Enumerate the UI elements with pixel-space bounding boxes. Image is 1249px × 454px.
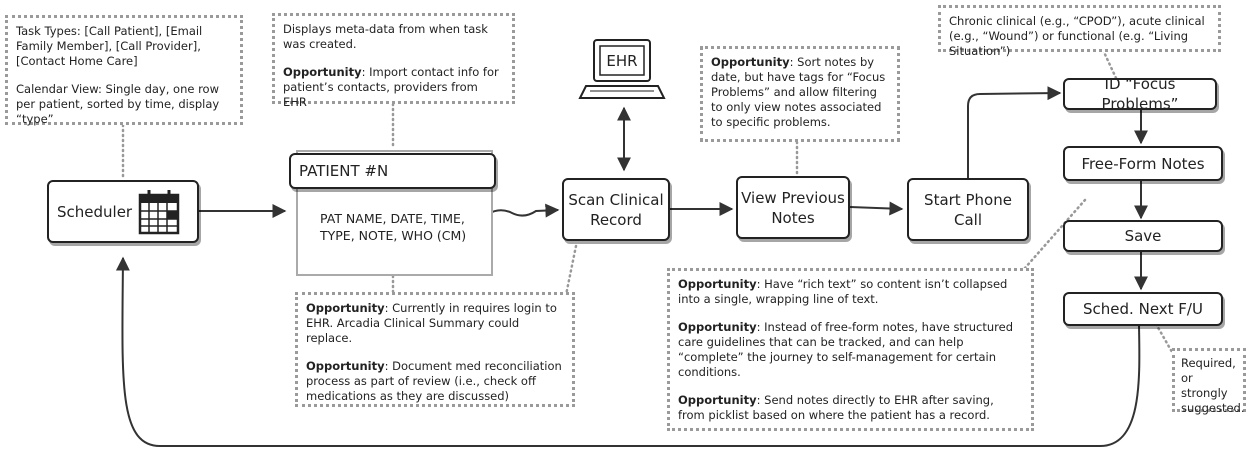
focus-problems-label: ID “Focus Problems”: [1101, 75, 1179, 113]
ehr-label: EHR: [606, 51, 638, 70]
opportunity-label: Opportunity: [678, 277, 757, 291]
opportunity-text: : Document med reconciliation process as…: [306, 359, 562, 403]
note-metadata-text: Displays meta-data from when task was cr…: [283, 22, 488, 51]
start-phone-call-node[interactable]: Start Phone Call: [907, 178, 1029, 241]
dotted-link-freeform-note: [1023, 198, 1087, 270]
note-scan-opportunities: Opportunity: Currently in requires login…: [295, 292, 575, 407]
arrow-patient-to-scan: [487, 203, 560, 218]
opportunity-text: : Currently in requires login to EHR. Ar…: [306, 301, 557, 345]
note-required: Required, or strongly suggested.: [1172, 348, 1246, 415]
focus-problems-node[interactable]: ID “Focus Problems”: [1063, 75, 1217, 113]
patient-fields: PAT NAME, DATE, TIME, TYPE, NOTE, WHO (C…: [320, 210, 480, 244]
view-previous-notes-node[interactable]: View Previous Notes: [736, 176, 850, 239]
note-metadata: Displays meta-data from when task was cr…: [272, 13, 515, 109]
note-med-opportunity: Opportunity: Document med reconciliation…: [306, 359, 564, 404]
opportunity-label: Opportunity: [283, 65, 362, 79]
note-required-text: Required, or strongly suggested.: [1181, 356, 1245, 415]
patient-fields-text: PAT NAME, DATE, TIME, TYPE, NOTE, WHO (C…: [320, 211, 467, 243]
free-form-notes-label: Free-Form Notes: [1081, 154, 1205, 173]
opportunity-label: Opportunity: [306, 359, 385, 373]
sched-next-followup-label: Sched. Next F/U: [1083, 300, 1203, 318]
save-label: Save: [1124, 227, 1162, 245]
opportunity-text: : Sort notes by date, but have tags for …: [711, 55, 886, 129]
opportunity-label: Opportunity: [678, 320, 757, 334]
start-phone-call-label: Start Phone Call: [924, 190, 1012, 229]
arrow-loop-back: [115, 256, 1141, 447]
arrow-view-to-start: [849, 201, 904, 216]
patient-title: PATIENT #N: [299, 162, 389, 180]
save-node[interactable]: Save: [1063, 220, 1223, 252]
opportunity-text: : Import contact info for patient’s cont…: [283, 65, 499, 109]
note-richtext-opportunity: Opportunity: Have “rich text” so content…: [678, 277, 1023, 307]
free-form-notes-node[interactable]: Free-Form Notes: [1063, 146, 1223, 181]
note-structured-opportunity: Opportunity: Instead of free-form notes,…: [678, 320, 1023, 380]
opportunity-text: : Instead of free-form notes, have struc…: [678, 320, 1014, 379]
scan-clinical-record-label: Scan Clinical Record: [568, 190, 664, 229]
ehr-label-box: EHR: [600, 46, 644, 75]
arrow-start-to-focus: [967, 86, 1062, 178]
note-notes-opportunities: Opportunity: Have “rich text” so content…: [667, 268, 1034, 431]
dotted-link-sched-note: [1154, 322, 1174, 354]
note-task-types-text: Task Types: [Call Patient], [Email Famil…: [16, 24, 203, 68]
opportunity-text: : Have “rich text” so content isn’t coll…: [678, 277, 1008, 306]
note-calendar-view-text: Calendar View: Single day, one row per p…: [16, 82, 220, 126]
ehr-computer-icon: [578, 39, 666, 99]
opportunity-label: Opportunity: [306, 301, 385, 315]
note-sort-notes: Opportunity: Sort notes by date, but hav…: [700, 46, 900, 142]
note-clinical-types-text: Chronic clinical (e.g., “CPOD”), acute c…: [949, 14, 1205, 58]
note-send-opportunity: Opportunity: Send notes directly to EHR …: [678, 393, 1023, 423]
scheduler-label: Scheduler: [57, 202, 133, 221]
note-task-types: Task Types: [Call Patient], [Email Famil…: [5, 15, 243, 126]
note-clinical-types: Chronic clinical (e.g., “CPOD”), acute c…: [938, 5, 1221, 58]
calendar-icon: [138, 190, 180, 235]
opportunity-label: Opportunity: [711, 55, 790, 69]
patient-title-bar: PATIENT #N: [289, 153, 496, 189]
opportunity-text: : Send notes directly to EHR after savin…: [678, 393, 994, 422]
scan-clinical-record-node[interactable]: Scan Clinical Record: [562, 178, 670, 241]
note-login-opportunity: Opportunity: Currently in requires login…: [306, 301, 564, 346]
dotted-link-scan-note: [564, 244, 578, 297]
sched-next-followup-node[interactable]: Sched. Next F/U: [1063, 292, 1223, 326]
dotted-link-focus-note: [1101, 48, 1118, 80]
view-previous-notes-label: View Previous Notes: [741, 188, 845, 227]
opportunity-label: Opportunity: [678, 393, 757, 407]
note-sort-opportunity: Opportunity: Sort notes by date, but hav…: [711, 55, 889, 130]
note-metadata-opportunity: Opportunity: Import contact info for pat…: [283, 65, 504, 110]
